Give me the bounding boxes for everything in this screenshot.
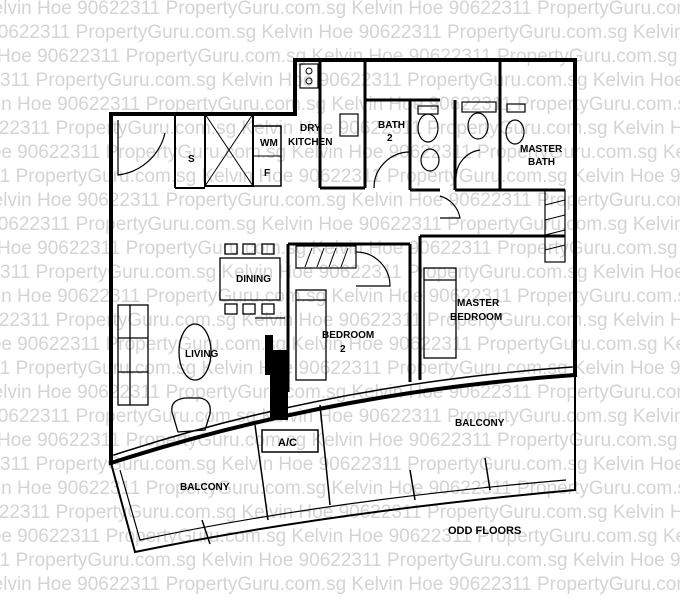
bed-2 — [295, 289, 327, 381]
label-master-bedroom-1: MASTER — [457, 298, 500, 309]
label-master-bedroom-2: BEDROOM — [450, 312, 502, 323]
label-bath-2-1: BATH — [378, 120, 405, 131]
label-washing-machine: WM — [260, 138, 278, 149]
watermark-line: Kelvin Hoe 90622311 PropertyGuru.com.sg … — [0, 0, 680, 19]
watermark-line: Kelvin Hoe 90622311 PropertyGuru.com.sg … — [0, 358, 680, 379]
watermark-line: Kelvin Hoe 90622311 PropertyGuru.com.sg … — [0, 94, 680, 115]
label-dining: DINING — [236, 274, 271, 285]
armchair — [171, 397, 211, 433]
watermark-line: Kelvin Hoe 90622311 PropertyGuru.com.sg … — [0, 478, 680, 499]
label-bath-2-2: 2 — [387, 133, 393, 144]
master-bed — [423, 267, 457, 359]
watermark-line: Kelvin Hoe 90622311 PropertyGuru.com.sg … — [0, 406, 680, 427]
floor-note: ODD FLOORS — [448, 525, 521, 537]
sanitary-fixtures — [417, 101, 526, 172]
dining-table — [219, 257, 281, 301]
label-living: LIVING — [185, 349, 219, 360]
label-dry-kitchen-2: KITCHEN — [288, 137, 332, 148]
sofa — [117, 304, 149, 406]
watermark-line: Kelvin Hoe 90622311 PropertyGuru.com.sg … — [0, 70, 680, 91]
label-bedroom-2-1: BEDROOM — [322, 330, 374, 341]
label-balcony-left: BALCONY — [180, 482, 230, 493]
label-balcony-right: BALCONY — [455, 418, 505, 429]
watermark-line: Kelvin Hoe 90622311 PropertyGuru.com.sg … — [0, 262, 680, 283]
watermark-line: Kelvin Hoe 90622311 PropertyGuru.com.sg … — [0, 286, 680, 307]
label-ac: A/C — [278, 437, 297, 449]
label-master-bath-1: MASTER — [520, 144, 563, 155]
watermark-line: Kelvin Hoe 90622311 PropertyGuru.com.sg … — [0, 550, 680, 571]
watermark-line: Kelvin Hoe 90622311 PropertyGuru.com.sg … — [0, 310, 680, 331]
ac-ledge — [261, 429, 319, 453]
watermark-line: Kelvin Hoe 90622311 PropertyGuru.com.sg … — [0, 238, 680, 259]
furniture — [117, 243, 457, 433]
watermark-line: Kelvin Hoe 90622311 PropertyGuru.com.sg … — [0, 574, 680, 595]
label-fridge: F — [264, 168, 270, 179]
doors — [117, 120, 481, 287]
watermark-line: Kelvin Hoe 90622311 PropertyGuru.com.sg … — [0, 454, 680, 475]
watermark-line: Kelvin Hoe 90622311 PropertyGuru.com.sg … — [0, 334, 680, 355]
watermark-line: Kelvin Hoe 90622311 PropertyGuru.com.sg … — [0, 502, 680, 523]
watermark-line: Kelvin Hoe 90622311 PropertyGuru.com.sg … — [0, 526, 680, 547]
coffee-table — [178, 323, 212, 381]
watermark-line: Kelvin Hoe 90622311 PropertyGuru.com.sg … — [0, 214, 680, 235]
interior-walls — [174, 60, 566, 420]
watermark-line: Kelvin Hoe 90622311 PropertyGuru.com.sg … — [0, 46, 680, 67]
label-master-bath-2: BATH — [528, 157, 555, 168]
watermark-line: Kelvin Hoe 90622311 PropertyGuru.com.sg … — [0, 22, 680, 43]
watermark-line: Kelvin Hoe 90622311 PropertyGuru.com.sg … — [0, 430, 680, 451]
label-bedroom-2-2: 2 — [340, 344, 346, 355]
watermark-line: Kelvin Hoe 90622311 PropertyGuru.com.sg … — [0, 190, 680, 211]
watermark-line: Kelvin Hoe 90622311 PropertyGuru.com.sg … — [0, 142, 680, 163]
exterior-walls — [108, 58, 578, 466]
room-labels: DRY KITCHEN BATH 2 MASTER BATH DINING LI… — [180, 120, 563, 493]
balcony-outline — [110, 375, 576, 554]
label-store: S — [188, 154, 195, 165]
watermark-line: Kelvin Hoe 90622311 PropertyGuru.com.sg … — [0, 382, 680, 403]
label-dry-kitchen-1: DRY — [300, 123, 321, 134]
watermark-line: Kelvin Hoe 90622311 PropertyGuru.com.sg … — [0, 166, 680, 187]
